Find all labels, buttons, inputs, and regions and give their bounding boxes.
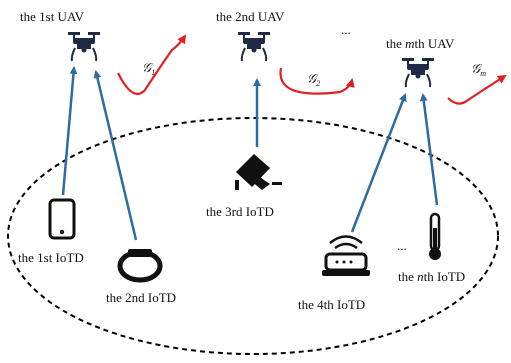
uplink-arrow-iotd1-uav1 <box>61 66 78 196</box>
uplink-arrow-iotd2-uav1 <box>93 70 138 241</box>
trajectory-2-label: 𝒢2 <box>307 71 320 88</box>
uav-1-label: the 1st UAV <box>20 9 85 24</box>
uav-2-icon <box>237 31 271 62</box>
coverage-boundary <box>7 117 499 355</box>
security-camera-icon <box>235 154 282 190</box>
iotd-n-label: the nth IoTD <box>398 269 465 284</box>
thermometer-icon <box>429 212 441 260</box>
uav-m-icon <box>401 57 435 88</box>
trajectory-1-curve <box>117 34 187 95</box>
trajectory-2-curve <box>279 67 355 95</box>
uav-1-icon <box>67 31 101 62</box>
uplink-arrow-iotd4-uavm <box>350 93 407 233</box>
trajectory-m-label: 𝒢m <box>471 61 486 78</box>
wifi-router-icon <box>322 235 370 276</box>
uav-ellipsis: ... <box>341 22 351 37</box>
uplink-arrow-iotdn-uavm <box>419 93 439 206</box>
iotd-2-label: the 2nd IoTD <box>106 290 176 305</box>
iotd-1-label: the 1st IoTD <box>18 250 84 265</box>
wristband-icon <box>117 249 163 283</box>
trajectory-m-curve <box>447 74 507 105</box>
smartphone-icon <box>48 198 76 240</box>
trajectory-1-label: 𝒢1 <box>142 60 155 77</box>
iotd-4-label: the 4th IoTD <box>298 297 365 312</box>
uav-m-label: the mth UAV <box>386 36 455 51</box>
uav-2-label: the 2nd UAV <box>216 9 285 24</box>
iotd-ellipsis: ... <box>397 238 407 253</box>
iotd-3-label: the 3rd IoTD <box>206 204 274 219</box>
